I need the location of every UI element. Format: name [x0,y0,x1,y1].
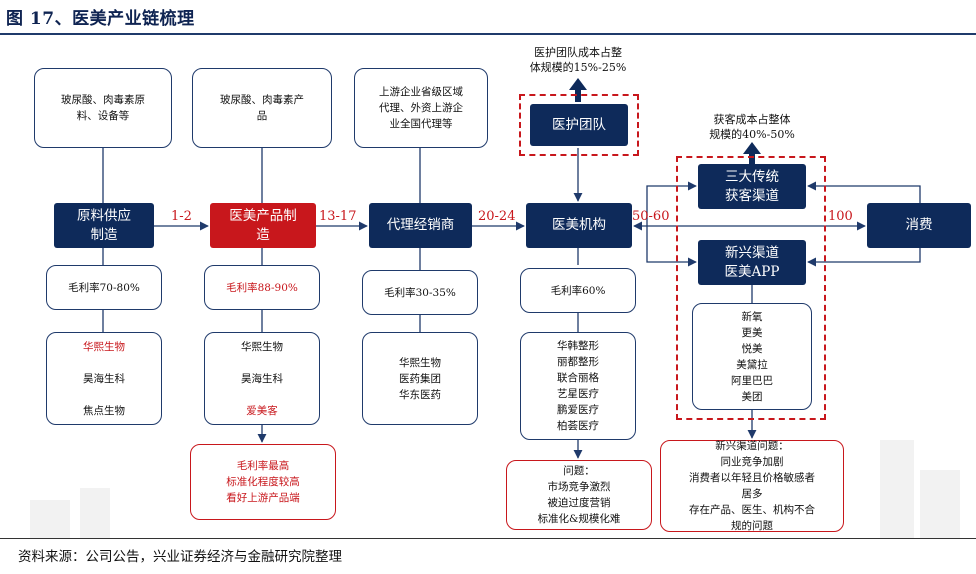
figure-title: 图 17、医美产业链梳理 [6,9,195,29]
raw-company-2: 昊海生科 [83,372,125,385]
background-building [920,470,960,538]
acquisition-note: 获客成本占整体 规模的40%-50% [709,113,795,141]
apps-box: 新氧 更美 悦美 美黛拉 阿里巴巴 美团 [692,303,812,410]
dist-margin-box: 毛利率30-35% [362,270,478,315]
background-building [80,488,110,538]
raw-desc-box: 玻尿酸、肉毒素原 料、设备等 [34,68,172,148]
new-channel-node: 新兴渠道 医美APP [698,240,806,285]
flow-label-3: 20-24 [478,209,516,224]
to-new-channel-arrow [646,226,697,267]
flow-label-4: 50-60 [632,209,670,224]
consumption-to-traditional-arrow [807,181,921,203]
source-note: 资料来源：公司公告，兴业证券经济与金融研究院整理 [18,549,342,565]
new-channel-issues-box: 新兴渠道问题： 同业竞争加剧 消费者以年轻且价格敏感者 居多 存在产品、医生、机… [660,440,844,532]
prod-company-2: 昊海生科 [241,372,283,385]
prod-company-3: 爱美客 [246,404,278,417]
consumption-to-new-arrow [807,248,921,267]
consumption-node: 消费 [867,203,971,248]
medical-team-node: 医护团队 [530,104,628,146]
inst-issues-box: 问题： 市场竞争激烈 被迫过度营销 标准化&规模化难 [506,460,652,530]
prod-desc-box: 玻尿酸、肉毒素产 品 [192,68,332,148]
raw-margin-box: 毛利率70-80% [46,265,162,310]
prod-margin-box: 毛利率88-90% [204,265,320,310]
acq-up-arrow-head [743,142,761,154]
medical-team-dashed-frame [519,94,639,156]
institution-node: 医美机构 [526,203,632,248]
background-building [880,440,914,538]
team-up-arrow-head [569,78,587,90]
flow-label-5: 100 [828,209,853,224]
prod-note-box: 毛利率最高 标准化程度较高 看好上游产品端 [190,444,336,520]
background-building [30,500,70,538]
medical-team-note: 医护团队成本占整 体规模的15%-25% [529,46,627,74]
inst-companies-box: 华韩整形 丽都整形 联合丽格 艺星医疗 鹏爱医疗 柏荟医疗 [520,332,636,440]
prod-mfg-node: 医美产品制 造 [210,203,316,248]
inst-margin-box: 毛利率60% [520,268,636,313]
channels-dashed-frame [676,156,826,420]
prod-companies-box: 华熙生物 昊海生科 爱美客 [204,332,320,425]
prod-company-1: 华熙生物 [241,340,283,353]
to-traditional-arrow [646,181,697,226]
flow-label-2: 13-17 [319,209,357,224]
top-rule [0,33,976,35]
dist-companies-box: 华熙生物 医药集团 华东医药 [362,332,478,425]
raw-supply-node: 原料供应 制造 [54,203,154,248]
raw-company-1: 华熙生物 [83,340,125,353]
dist-node: 代理经销商 [369,203,472,248]
flow-label-1: 1-2 [171,209,192,224]
acq-up-arrow-shaft [749,152,755,164]
raw-companies-box: 华熙生物 昊海生科 焦点生物 [46,332,162,425]
raw-company-3: 焦点生物 [83,404,125,417]
bottom-rule [0,538,976,539]
dist-desc-box: 上游企业省级区域 代理、外资上游企 业全国代理等 [354,68,488,148]
traditional-channels-node: 三大传统 获客渠道 [698,164,806,209]
